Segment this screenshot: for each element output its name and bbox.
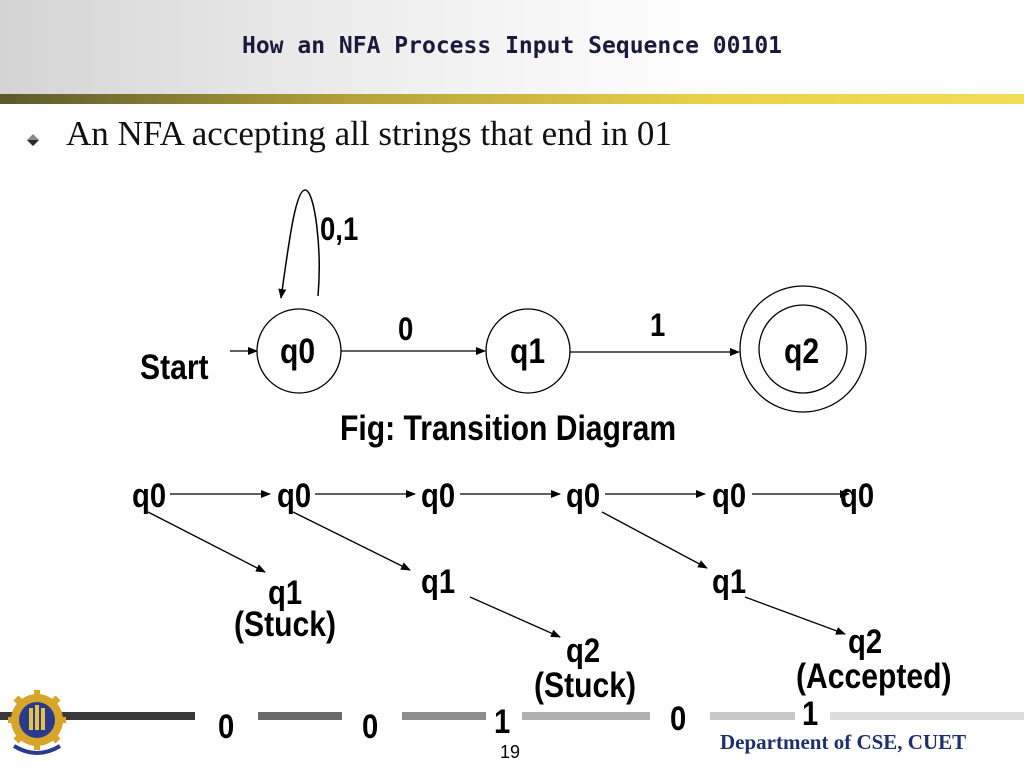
state-q0-label: q0 [280,332,316,371]
trace-state-label: q0 [840,477,875,515]
input-symbol: 0 [218,708,235,746]
trace-state-label: q2 [566,632,601,670]
footer-bar [710,712,795,720]
trace-state-label: q0 [277,477,312,515]
self-loop-label: 0,1 [320,211,359,247]
state-q1-circle [485,308,571,394]
header-background [0,0,1024,94]
trace-arrow [601,511,708,569]
state-q2-inner-circle [758,304,848,394]
trace-state-label: q1 [421,563,456,601]
self-loop-arrow [278,189,320,299]
trace-state-label: q0 [132,477,167,515]
trace-state-label: q0 [712,477,747,515]
trace-state-label: q1 [712,563,747,601]
trace-arrow [147,511,266,573]
edge-q0-q1-label: 0 [398,311,414,347]
trace-state-label: q1 [268,574,303,612]
trace-state-label: q0 [566,477,601,515]
page-number: 19 [500,742,521,762]
cuet-logo-icon [8,690,66,755]
footer-bar [0,712,195,720]
edge-q1-q2-label: 1 [650,307,666,343]
footer-bar [830,712,1024,720]
input-symbol: 1 [494,703,511,741]
figure-caption: Fig: Transition Diagram [340,409,677,448]
accepted-note: (Accepted) [796,657,952,696]
footer-bar [258,712,342,720]
trace-arrow [469,596,561,638]
department-label: Department of CSE, CUET [720,730,967,754]
trace-state-label: q0 [421,477,456,515]
input-symbol: 0 [362,708,379,746]
footer-bar [522,712,650,720]
input-symbol: 1 [802,695,819,733]
state-q1-label: q1 [510,332,546,371]
trace-arrow [744,596,846,635]
state-q2-label: q2 [784,332,820,371]
stuck-note: (Stuck) [534,666,637,705]
footer-bar [402,712,486,720]
slide-title: How an NFA Process Input Sequence 00101 [241,33,783,59]
trace-arrow [292,511,411,571]
start-label: Start [140,348,209,387]
header-divider [0,94,1024,104]
diamond-bullet-icon [27,134,39,146]
stuck-note: (Stuck) [234,605,337,644]
bullet-text: An NFA accepting all strings that end in… [66,114,672,153]
trace-state-label: q2 [848,623,883,661]
input-symbol: 0 [670,700,687,738]
